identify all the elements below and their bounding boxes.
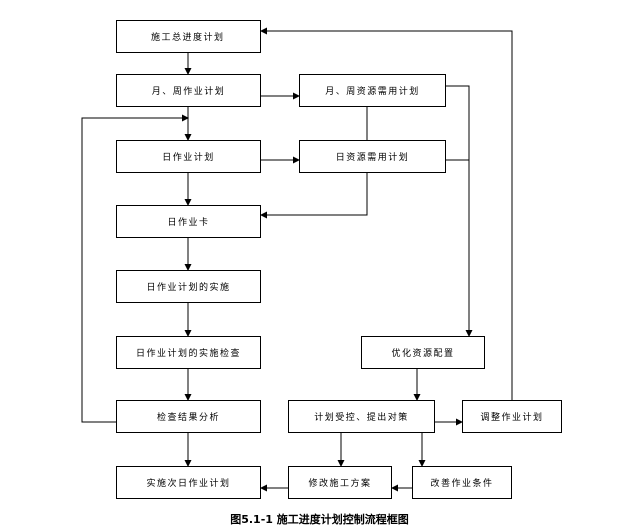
node-label: 实施次日作业计划 [146,479,231,489]
node-optimize-resources: 优化资源配置 [361,336,485,369]
node-monthly-weekly-resource-plan: 月、周资源需用计划 [299,74,446,107]
node-monthly-weekly-plan: 月、周作业计划 [116,74,261,107]
node-master-schedule: 施工总进度计划 [116,20,261,53]
node-daily-plan-inspection: 日作业计划的实施检查 [116,336,261,369]
node-daily-resource-plan: 日资源需用计划 [299,140,446,173]
node-label: 日作业计划的实施 [146,283,231,293]
arrow-resource-to-card [260,173,368,219]
node-label: 检查结果分析 [156,413,220,423]
node-label: 日资源需用计划 [335,153,410,163]
node-label: 计划受控、提出对策 [314,413,409,423]
node-adjust-work-plan: 调整作业计划 [462,400,562,433]
node-next-day-plan: 实施次日作业计划 [116,466,261,499]
node-daily-plan-implementation: 日作业计划的实施 [116,270,261,303]
node-plan-revision: 计划受控、提出对策 [288,400,435,433]
line-monthly-resource-right [446,85,473,337]
node-modify-construction-scheme: 修改施工方案 [288,466,392,499]
node-label: 优化资源配置 [391,349,455,359]
node-label: 月、周资源需用计划 [325,87,420,97]
node-label: 施工总进度计划 [151,33,225,43]
node-label: 修改施工方案 [308,479,372,489]
node-label: 日作业计划 [162,153,215,163]
arrow-analysis-feedback [81,114,189,423]
arrow-adjust-to-master [260,27,513,400]
node-label: 调整作业计划 [480,413,544,423]
node-result-analysis: 检查结果分析 [116,400,261,433]
node-label: 月、周作业计划 [151,87,226,97]
node-improve-work-conditions: 改善作业条件 [412,466,512,499]
node-label: 日作业计划的实施检查 [135,349,241,359]
node-daily-work-plan: 日作业计划 [116,140,261,173]
figure-caption: 图5.1-1 施工进度计划控制流程框图 [230,513,409,526]
node-label: 改善作业条件 [430,479,494,489]
node-label: 日作业卡 [167,218,210,228]
node-daily-work-card: 日作业卡 [116,205,261,238]
